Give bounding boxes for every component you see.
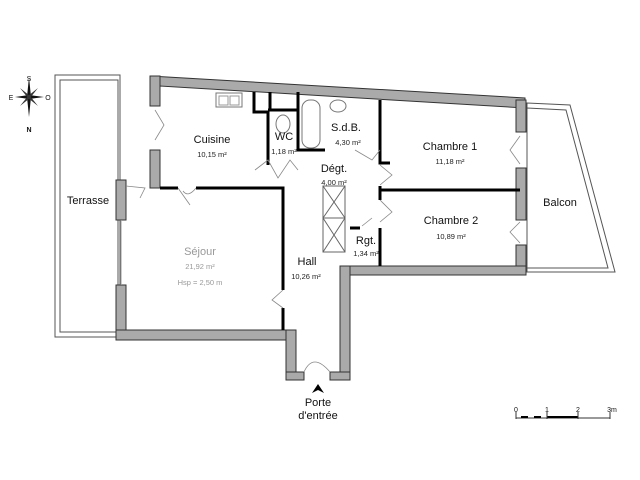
compass-rose-icon: S E O N xyxy=(9,76,52,134)
room-area-degt: 4,00 m² xyxy=(321,178,347,187)
doors xyxy=(120,109,521,373)
room-label-balcon: Balcon xyxy=(543,197,577,209)
room-label-chambre1: Chambre 1 xyxy=(423,141,477,153)
room-area-rgt: 1,34 m² xyxy=(353,249,379,258)
exterior-walls xyxy=(115,75,527,381)
room-label-sejour: Séjour xyxy=(184,246,216,258)
room-label-degt: Dégt. xyxy=(321,163,347,175)
scale-tick-2: 2 xyxy=(576,407,580,414)
room-area-sdb: 4,30 m² xyxy=(335,138,361,147)
entrance-label-line2: d'entrée xyxy=(298,410,337,422)
interior-walls xyxy=(160,92,520,330)
room-area-sejour: 21,92 m² xyxy=(185,262,215,271)
compass-right-label: O xyxy=(45,95,51,102)
fixtures xyxy=(215,92,347,149)
room-area-chambre1: 11,18 m² xyxy=(435,157,465,166)
ceiling-height: Hsp = 2,50 m xyxy=(178,278,223,287)
room-area-chambre2: 10,89 m² xyxy=(436,232,466,241)
room-label-sdb: S.d.B. xyxy=(331,122,361,134)
scale-tick-3: 3m xyxy=(607,407,617,414)
balcony-outline xyxy=(526,102,616,273)
compass-left-label: E xyxy=(9,95,14,102)
compass-top-label: S xyxy=(27,76,32,83)
entrance-label-line1: Porte xyxy=(305,397,331,409)
room-area-cuisine: 10,15 m² xyxy=(197,150,227,159)
scale-bar: 0 1 2 3m xyxy=(514,407,617,419)
scale-tick-0: 0 xyxy=(514,407,518,414)
room-label-wc: WC xyxy=(275,131,293,143)
room-label-cuisine: Cuisine xyxy=(194,134,231,146)
compass-bottom-label: N xyxy=(26,127,31,134)
room-label-terrasse: Terrasse xyxy=(67,195,109,207)
room-label-chambre2: Chambre 2 xyxy=(424,215,478,227)
room-label-rgt: Rgt. xyxy=(356,235,376,247)
room-area-wc: 1,18 m² xyxy=(271,147,297,156)
room-area-hall: 10,26 m² xyxy=(291,272,321,281)
room-label-hall: Hall xyxy=(298,256,317,268)
entrance-arrow-icon xyxy=(312,384,324,393)
scale-tick-1: 1 xyxy=(545,407,549,414)
